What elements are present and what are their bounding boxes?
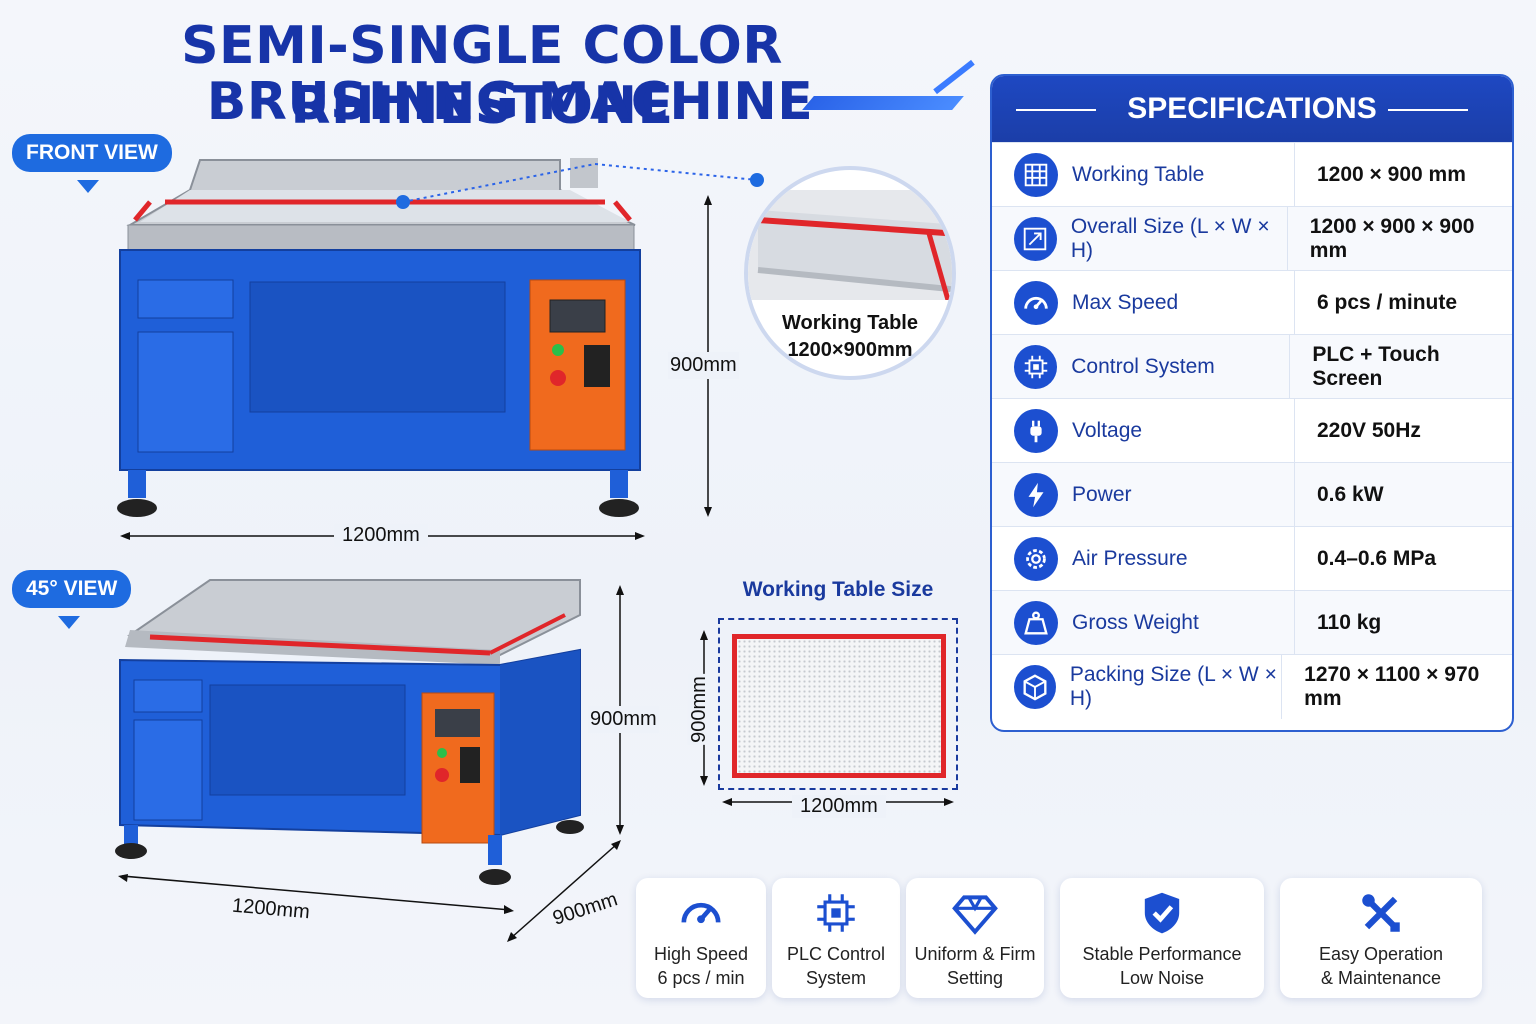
spec-label: Overall Size (L × W × H) [1070, 214, 1270, 262]
bolt-icon [1014, 472, 1058, 517]
feature-line-2: 6 pcs / min [657, 968, 745, 988]
spec-divider [1289, 334, 1291, 399]
spec-value: 110 kg [1317, 610, 1382, 634]
angle-view-machine [115, 579, 584, 885]
spec-row: Max Speed 6 pcs / minute [992, 270, 1512, 335]
plug-icon [1014, 408, 1058, 453]
table-size-height-label: 900mm [687, 674, 711, 745]
box-icon [1014, 664, 1056, 709]
spec-divider [1294, 398, 1295, 463]
weight-icon [1014, 600, 1058, 645]
feature-line-2: Setting [946, 968, 1004, 988]
front-view-machine [117, 158, 641, 517]
feature-line-2: Low Noise [1119, 968, 1205, 988]
table-size-title: Working Table Size [742, 578, 934, 601]
table-size-width-label: 1200mm [792, 795, 886, 818]
feature-line-1: Stable Performance [1082, 944, 1242, 964]
title-accent-stripe [802, 96, 964, 110]
callout-size: 1200×900mm [787, 339, 913, 361]
angle-width-dimension [118, 874, 514, 914]
feature-card: Easy Operation & Maintenance [1280, 878, 1482, 998]
callout-connector [396, 163, 764, 209]
spec-row: Power 0.6 kW [992, 462, 1512, 527]
front-view-badge: FRONT VIEW [12, 134, 172, 172]
angle-view-badge: 45° VIEW [12, 570, 132, 608]
page-title-line-1: SEMI-SINGLE COLOR RHINESTONE [181, 16, 783, 136]
spec-label: Max Speed [1072, 290, 1179, 314]
spec-divider [1294, 270, 1295, 335]
specifications-heading: SPECIFICATIONS [1127, 92, 1377, 125]
callout-title: Working Table [782, 312, 918, 334]
spec-label: Packing Size (L × W × H) [1069, 662, 1277, 710]
page-title-line-2: BRUSHING MACHINE [206, 72, 814, 132]
spec-divider [1294, 590, 1295, 655]
grid-table-icon [1014, 152, 1058, 197]
spec-label: Power [1072, 482, 1132, 506]
shield-check-icon [1137, 888, 1187, 938]
callout-table-detail [748, 190, 952, 300]
spec-value: 220V 50Hz [1317, 418, 1421, 442]
diamond-icon [950, 888, 1000, 938]
resize-icon [1014, 216, 1057, 261]
spec-value: 1200 × 900 mm [1317, 162, 1466, 186]
spec-value: 1200 × 900 × 900 mm [1309, 214, 1475, 262]
feature-line-2: System [805, 968, 866, 988]
front-view-arrow-icon [77, 180, 99, 193]
spec-row: Working Table 1200 × 900 mm [992, 142, 1512, 207]
spec-row: Voltage 220V 50Hz [992, 398, 1512, 463]
spec-value: 1270 × 1100 × 970 mm [1304, 662, 1480, 710]
spec-divider [1294, 462, 1295, 527]
spec-row: Control System PLC + Touch Screen [992, 334, 1512, 399]
spec-value: PLC + Touch Screen [1312, 342, 1440, 390]
feature-line-1: Uniform & Firm [914, 944, 1036, 964]
speedometer-icon [1014, 280, 1058, 325]
feature-line-1: PLC Control [786, 944, 886, 964]
spec-label: Working Table [1072, 162, 1205, 186]
spec-label: Control System [1071, 354, 1215, 378]
speedometer-icon [676, 888, 726, 938]
spec-divider [1286, 206, 1288, 271]
spec-row: Overall Size (L × W × H) 1200 × 900 × 900… [992, 206, 1512, 271]
spec-row: Gross Weight 110 kg [992, 590, 1512, 655]
specifications-panel: SPECIFICATIONS Working Table 1200 × 900 m… [990, 74, 1514, 732]
spec-row: Packing Size (L × W × H) 1270 × 1100 × 97… [992, 654, 1512, 719]
chip-icon [1014, 344, 1058, 389]
angle-height-label: 900mm [588, 706, 659, 733]
feature-card: High Speed 6 pcs / min [636, 878, 766, 998]
spec-divider [1294, 142, 1295, 207]
tools-icon [1356, 888, 1406, 938]
angle-view-arrow-icon [58, 616, 80, 629]
feature-line-1: Easy Operation [1318, 944, 1444, 964]
spec-value: 0.4–0.6 MPa [1317, 546, 1437, 570]
feature-text: High Speed 6 pcs / min [636, 942, 766, 990]
spec-row: Air Pressure 0.4–0.6 MPa [992, 526, 1512, 591]
angle-depth-dimension [507, 840, 621, 942]
spec-label: Gross Weight [1072, 610, 1199, 634]
feature-line-2: & Maintenance [1320, 968, 1442, 988]
front-width-label: 1200mm [334, 524, 428, 547]
feature-line-1: High Speed [653, 944, 749, 964]
front-height-label: 900mm [668, 352, 739, 379]
working-table-callout: Working Table 1200×900mm [744, 166, 956, 380]
chip-icon [811, 888, 861, 938]
feature-text: Easy Operation & Maintenance [1280, 942, 1482, 990]
table-size-frame [718, 618, 958, 790]
specifications-header: SPECIFICATIONS [992, 76, 1512, 142]
gear-icon [1014, 536, 1058, 581]
spec-value: 6 pcs / minute [1317, 290, 1458, 314]
spec-value: 0.6 kW [1317, 482, 1384, 506]
spec-divider [1281, 654, 1283, 719]
spec-divider [1294, 526, 1295, 591]
spec-label: Air Pressure [1072, 546, 1188, 570]
table-size-mesh [732, 634, 946, 778]
spec-label: Voltage [1072, 418, 1143, 442]
